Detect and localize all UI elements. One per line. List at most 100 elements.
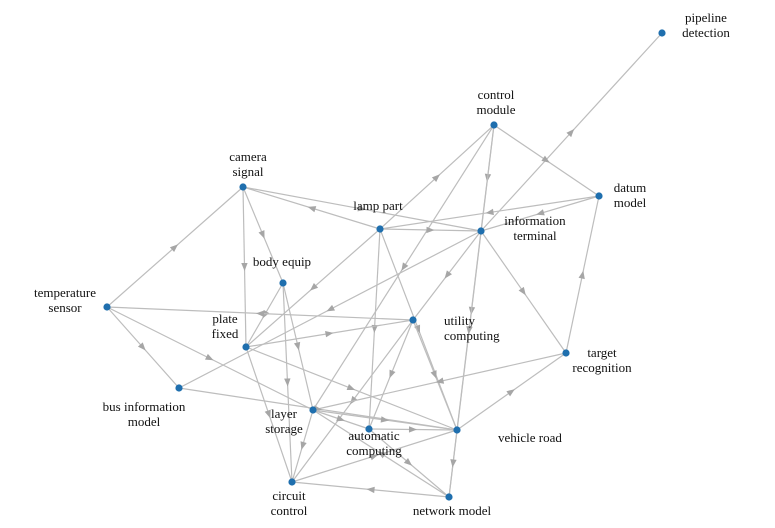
node-label-line: temperature [34,285,96,300]
edge-circuit-control-to-vehicle-road [291,429,458,483]
node-layer-storage[interactable] [309,406,317,414]
edge-vehicle-road-to-target-recognition [456,352,567,431]
edge-arrow-icon [377,451,387,459]
edge-arrow-icon [466,326,473,335]
node-label-line: target [587,345,617,360]
edge-camera-signal-to-plate-fixed [241,186,248,348]
node-label-line: pipeline [685,10,727,25]
edge-layer-storage-to-automatic-computing [312,409,370,430]
node-label-network-model: network model [413,503,492,518]
edge-arrow-icon [357,205,366,212]
edge-arrow-icon [325,330,334,338]
edge-arrow-icon [536,209,545,216]
edge-automatic-computing-to-network-model [368,428,450,498]
edge-network-model-to-circuit-control [291,481,450,498]
nodes-layer [103,29,666,501]
node-utility-computing[interactable] [409,316,417,324]
edge-arrow-icon [468,306,476,315]
edge-lamp-part-to-control-module [379,124,495,230]
node-label-line: network model [413,503,492,518]
node-plate-fixed[interactable] [242,343,250,351]
node-camera-signal[interactable] [239,183,247,191]
edge-arrow-icon [541,155,550,163]
edge-arrow-icon [450,459,457,468]
edge-arrow-icon [258,230,265,239]
node-label-line: layer [271,406,298,421]
edge-arrow-icon [485,208,494,216]
node-body-equip[interactable] [279,279,287,287]
edge-control-module-to-layer-storage [312,124,495,411]
edge-arrow-icon [430,370,437,379]
edge-lamp-part-to-plate-fixed [245,228,381,348]
node-label-line: datum [614,180,647,195]
node-bus-information-model[interactable] [175,384,183,392]
node-label-line: utility [444,313,476,328]
edge-arrow-icon [300,441,307,450]
edge-arrow-icon [444,270,452,279]
edge-arrow-icon [307,206,317,213]
edge-arrow-icon [566,129,575,138]
edge-target-recognition-to-layer-storage [312,352,567,411]
node-label-line: lamp part [353,198,403,213]
node-label-line: storage [265,421,303,436]
edge-arrow-icon [350,395,358,405]
edge-information-terminal-to-vehicle-road [456,230,482,431]
node-label-line: terminal [513,228,557,243]
node-information-terminal[interactable] [477,227,485,235]
node-label-line: computing [444,328,500,343]
node-control-module[interactable] [490,121,498,129]
node-label-line: module [477,102,516,117]
node-label-line: plate [212,311,237,326]
node-label-line: control [478,87,515,102]
edges-layer [106,32,663,498]
node-temperature-sensor[interactable] [103,303,111,311]
edge-arrow-icon [431,174,440,183]
edge-automatic-computing-to-vehicle-road [368,426,458,433]
node-label-line: computing [346,443,402,458]
edge-layer-storage-to-circuit-control [291,409,314,483]
node-label-body-equip: body equip [253,254,311,269]
node-vehicle-road[interactable] [453,426,461,434]
node-datum-model[interactable] [595,192,603,200]
edge-body-equip-to-circuit-control [282,282,293,483]
node-label-line: detection [682,25,730,40]
edge-information-terminal-to-utility-computing [412,230,482,321]
edge-arrow-icon [403,457,413,466]
node-target-recognition[interactable] [562,349,570,357]
node-label-line: model [128,414,161,429]
node-circuit-control[interactable] [288,478,296,486]
edge-lamp-part-to-camera-signal [242,186,381,230]
node-label-line: fixed [212,326,239,341]
edge-camera-signal-to-information-terminal [242,186,482,232]
edge-information-terminal-to-pipeline-detection [480,32,663,232]
edge-arrow-icon [336,415,345,422]
edge-arrow-icon [366,486,375,494]
edge-arrow-icon [204,353,214,361]
edge-temperature-sensor-to-layer-storage [106,306,314,411]
edge-target-recognition-to-datum-model [565,195,600,354]
edge-temperature-sensor-to-bus-information-model [106,306,180,389]
edge-utility-computing-to-vehicle-road [412,319,458,431]
edge-body-equip-to-layer-storage [282,282,314,411]
edge-camera-signal-to-body-equip [242,186,284,284]
node-label-line: camera [229,149,267,164]
node-network-model[interactable] [445,493,453,501]
edge-plate-fixed-to-vehicle-road [245,346,458,431]
edge-arrow-icon [137,342,146,351]
node-label-line: sensor [48,300,82,315]
node-pipeline-detection[interactable] [658,29,666,37]
edge-arrow-icon [309,282,319,291]
edge-lamp-part-to-information-terminal [379,226,482,234]
edge-datum-model-to-information-terminal [480,195,600,232]
node-lamp-part[interactable] [376,225,384,233]
node-automatic-computing[interactable] [365,425,373,433]
edge-utility-computing-to-automatic-computing [368,319,414,430]
